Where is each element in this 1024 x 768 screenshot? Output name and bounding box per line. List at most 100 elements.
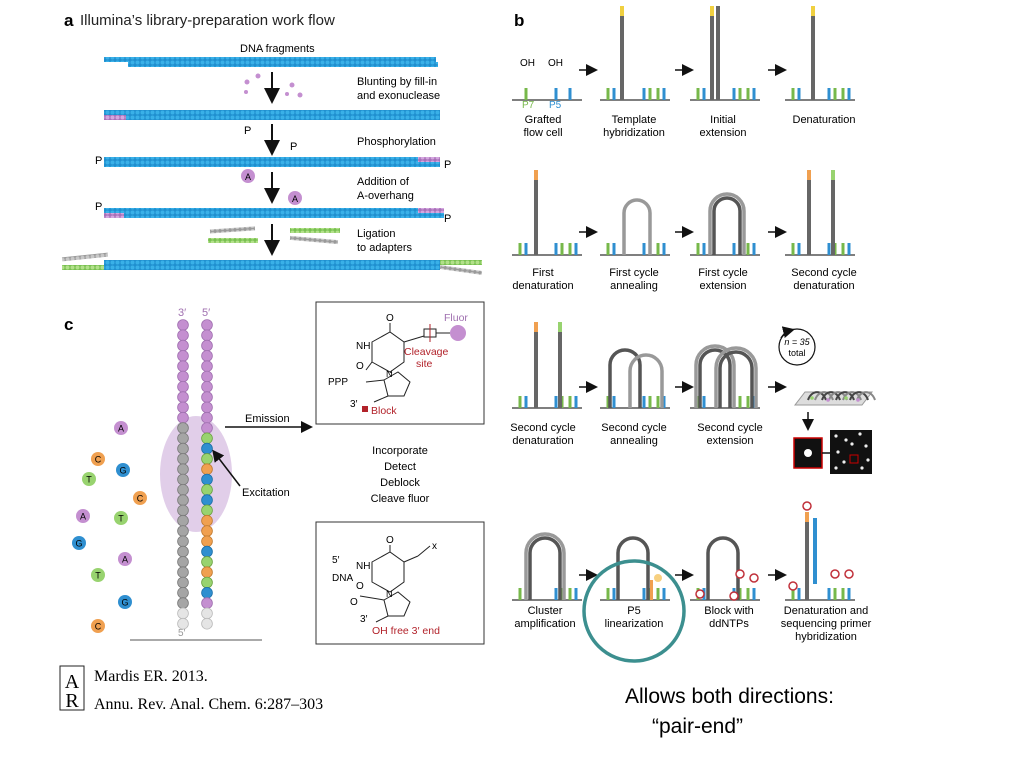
bead-left <box>177 422 189 434</box>
free-base-dot <box>72 536 86 550</box>
p7-oligo <box>738 88 742 100</box>
step-label-line: Grafted <box>525 114 562 126</box>
a-label-1: A <box>245 172 251 182</box>
p5-oligo <box>732 88 736 100</box>
p7-oligo <box>696 88 700 100</box>
a-label-2: A <box>292 194 298 204</box>
ligated-gray-right <box>439 265 483 275</box>
bridge-strand <box>706 536 740 600</box>
p5-oligo <box>847 588 851 600</box>
bridge-strand <box>628 353 664 408</box>
label-addition-2: A-overhang <box>357 190 414 202</box>
bead-right <box>201 617 213 630</box>
cluster-arc <box>835 391 855 401</box>
p5-oligo <box>662 588 666 600</box>
o-label-1: O <box>386 313 394 324</box>
free-base-letter: C <box>95 455 102 465</box>
p7-oligo <box>841 243 845 255</box>
p7-oligo <box>791 243 795 255</box>
bead-right <box>201 545 213 558</box>
cycle-step-3: Deblock <box>380 477 420 489</box>
p5-oligo <box>574 588 578 600</box>
free-base-dot <box>116 463 130 477</box>
bead-left <box>177 483 189 496</box>
template-strand <box>716 6 720 100</box>
p5-oligo <box>554 588 558 600</box>
free-base-letter: G <box>121 598 128 608</box>
template-strand <box>805 512 809 600</box>
cycle-counter-circle <box>778 328 816 366</box>
p7-oligo <box>746 88 750 100</box>
strand-tip <box>620 6 624 16</box>
p7-oligo <box>606 88 610 100</box>
free-base-dot <box>91 568 105 582</box>
p5-oligo <box>752 243 756 255</box>
step-label-line: hybridization <box>603 127 665 139</box>
adapter-gray-1 <box>209 226 256 234</box>
annual-reviews-logo <box>59 665 85 711</box>
bead-left <box>177 525 189 537</box>
overhang-right <box>418 208 444 213</box>
p7-oligo <box>648 88 652 100</box>
cluster-count: n = 35 <box>784 337 810 347</box>
p-label-3: P <box>95 155 102 167</box>
citation-line-1: Mardis ER. 2013. <box>94 668 208 685</box>
field-spot <box>866 458 870 462</box>
ligated-insert <box>104 260 440 270</box>
step-label-line: denaturation <box>512 280 573 292</box>
p5-oligo <box>752 396 756 408</box>
bead-left <box>177 339 189 352</box>
nh-label-2: NH <box>356 561 370 572</box>
p7-oligo <box>746 396 750 408</box>
bead-right <box>201 380 213 393</box>
logo-letter-bottom: R <box>65 690 79 712</box>
bead-left <box>177 535 189 548</box>
label-dna-fragments: DNA fragments <box>240 43 315 55</box>
ligated-green-right <box>440 260 482 265</box>
p7-oligo <box>696 243 700 255</box>
ddntp-block <box>788 581 798 591</box>
label-phosphorylation: Phosphorylation <box>357 136 436 148</box>
p5-oligo <box>642 396 646 408</box>
phos-end-right <box>418 157 440 162</box>
p5-oligo <box>752 88 756 100</box>
bridge-strand <box>718 350 754 408</box>
highlight-circle <box>582 559 686 663</box>
p5-oligo <box>554 243 558 255</box>
p5-oligo <box>702 243 706 255</box>
cluster-arc <box>821 391 841 401</box>
ppp-label: PPP <box>328 377 348 388</box>
three-prime-label: 3′ <box>178 307 186 319</box>
p7-oligo <box>606 243 610 255</box>
bridge-strand <box>616 536 650 600</box>
a-nucleotide-1 <box>241 169 255 183</box>
p7-oligo <box>841 88 845 100</box>
bead-left <box>177 617 189 630</box>
p5-oligo <box>554 88 558 100</box>
oh-label-2: OH <box>548 58 563 69</box>
n-label-2: N <box>386 589 393 599</box>
flowcell-diagrams <box>512 6 855 601</box>
p5-oligo <box>662 88 666 100</box>
five-prime-bottom: 5′ <box>178 628 186 639</box>
panel-a: a Illumina’s library-preparation work fl… <box>61 11 483 275</box>
cluster-field-spots <box>834 432 870 470</box>
fluor-dot <box>450 325 466 341</box>
bead-right <box>201 453 213 465</box>
cycle-step-4: Cleave fluor <box>371 493 430 505</box>
three-prime-inbox: 3′ <box>350 399 358 410</box>
step-label-line: denaturation <box>512 435 573 447</box>
template-strand <box>710 6 714 100</box>
cluster-arc <box>807 391 827 401</box>
p-label-5: P <box>95 201 102 213</box>
template-strand <box>558 322 562 408</box>
p5-oligo <box>568 88 572 100</box>
p7-oligo <box>568 243 572 255</box>
blunt-strand-top <box>104 110 440 115</box>
bridge-strand <box>528 536 562 600</box>
bridge-strand <box>714 346 758 408</box>
p7-oligo <box>746 588 750 600</box>
phos-strand-top <box>104 157 440 162</box>
block-marker <box>362 406 368 412</box>
